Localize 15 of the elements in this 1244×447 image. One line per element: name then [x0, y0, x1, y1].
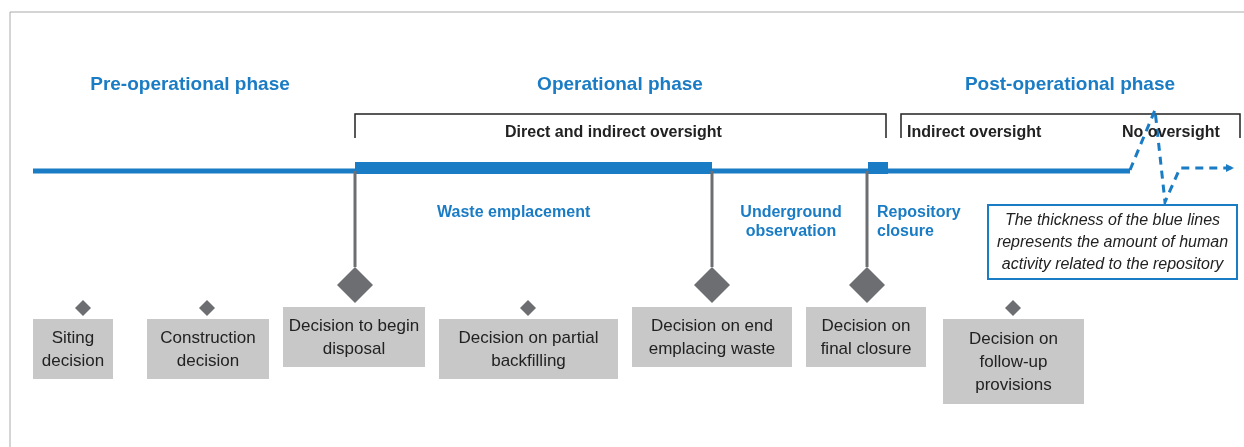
oversight-label: Indirect oversight — [907, 123, 1042, 141]
phase-title: Post-operational phase — [964, 73, 1176, 95]
phase-title: Operational phase — [537, 73, 703, 95]
oversight-label: Direct and indirect oversight — [505, 123, 722, 141]
decision-box: Siting decision — [33, 319, 113, 379]
note-box: The thickness of the blue lines represents the amount of human activity related to the repository — [987, 204, 1238, 280]
decision-box: Decision on end emplacing waste — [632, 307, 792, 367]
decision-box: Decision on final closure — [806, 307, 926, 367]
decision-box: Decision on follow-up provisions — [943, 319, 1084, 404]
decision-box: Decision to begin disposal — [283, 307, 425, 367]
activity-label: Waste emplacement — [437, 202, 591, 221]
decision-box: Construction decision — [147, 319, 269, 379]
activity-label: Underground observation — [739, 202, 843, 240]
decision-box: Decision on partial backfilling — [439, 319, 618, 379]
phase-title: Pre-operational phase — [90, 73, 290, 95]
